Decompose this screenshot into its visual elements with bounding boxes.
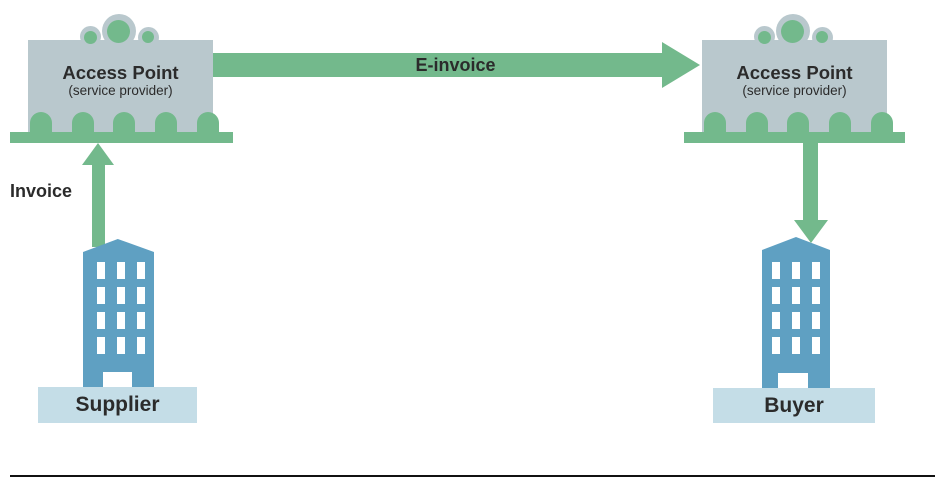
supplier-label-plate: Supplier	[38, 387, 197, 423]
dome-dot-icon	[107, 20, 130, 43]
invoice-arrow-label: Invoice	[10, 181, 73, 201]
building-windows	[772, 262, 820, 354]
dome-dot-icon	[781, 20, 804, 43]
window	[137, 337, 145, 354]
window	[137, 287, 145, 304]
access-point-right: Access Point (service provider)	[684, 8, 905, 144]
window	[792, 262, 800, 279]
buyer-building-icon	[762, 237, 830, 388]
arch-icon	[197, 112, 219, 133]
arch-icon	[704, 112, 726, 133]
window	[812, 312, 820, 329]
window	[97, 312, 105, 329]
window	[137, 312, 145, 329]
window	[117, 337, 125, 354]
arch-icon	[829, 112, 851, 133]
window	[792, 287, 800, 304]
window	[792, 312, 800, 329]
dome-dot-icon	[142, 31, 154, 43]
dome-dot-icon	[816, 31, 828, 43]
invoice-arrow-shaft	[92, 163, 105, 247]
window	[117, 287, 125, 304]
base-platform	[10, 132, 233, 143]
arch-icon	[30, 112, 52, 133]
delivery-arrow-head-icon	[794, 220, 828, 243]
buyer-label-plate: Buyer	[713, 388, 875, 423]
access-point-right-title: Access Point	[736, 61, 853, 83]
window	[97, 287, 105, 304]
e-invoice-arrow-shaft	[213, 53, 662, 77]
arch-icon	[746, 112, 768, 133]
window	[792, 337, 800, 354]
building-door	[103, 372, 132, 387]
base-platform	[684, 132, 905, 143]
window	[772, 262, 780, 279]
window	[812, 287, 820, 304]
access-point-right-subtitle: (service provider)	[742, 82, 847, 98]
building-windows	[97, 262, 145, 354]
building-door	[778, 373, 808, 388]
dome-dot-icon	[758, 31, 771, 44]
access-point-left-subtitle: (service provider)	[68, 82, 173, 98]
arch-icon	[155, 112, 177, 133]
window	[772, 287, 780, 304]
invoice-arrow-head-icon	[82, 143, 114, 165]
arch-icon	[72, 112, 94, 133]
dome-dot-icon	[84, 31, 97, 44]
window	[137, 262, 145, 279]
window	[772, 312, 780, 329]
e-invoice-arrow-head-icon	[662, 42, 700, 88]
window	[772, 337, 780, 354]
access-point-left-body: Access Point (service provider)	[28, 40, 213, 132]
arch-icon	[871, 112, 893, 133]
access-point-left: Access Point (service provider)	[10, 8, 233, 144]
window	[117, 312, 125, 329]
footer-divider-line	[10, 475, 935, 477]
window	[117, 262, 125, 279]
arch-icon	[113, 112, 135, 133]
window	[812, 337, 820, 354]
arch-icon	[787, 112, 809, 133]
access-point-right-body: Access Point (service provider)	[702, 40, 887, 132]
window	[97, 337, 105, 354]
access-point-left-title: Access Point	[62, 61, 179, 83]
window	[812, 262, 820, 279]
e-invoice-arrow-label: E-invoice	[415, 55, 496, 75]
delivery-arrow-shaft	[803, 143, 818, 222]
supplier-building-icon	[83, 239, 154, 387]
window	[97, 262, 105, 279]
